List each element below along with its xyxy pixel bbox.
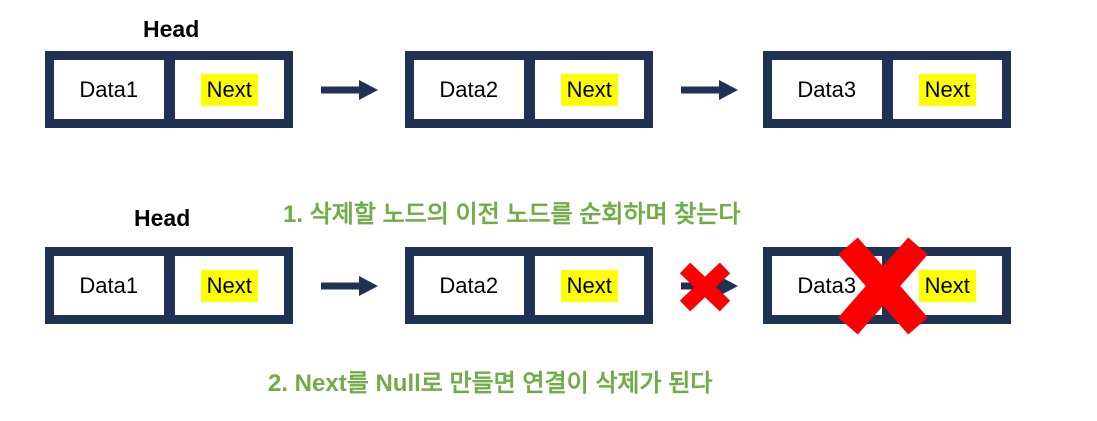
node-data-label: Data3 xyxy=(797,76,857,102)
node-next-label-highlighted: Next xyxy=(918,73,976,106)
node-data-label: Data2 xyxy=(439,76,499,102)
arrow-right-icon xyxy=(321,80,378,100)
head-label-top: Head xyxy=(143,16,200,42)
annotation-step2: 2. Next를 Null로 만들면 연결이 삭제가 된다 xyxy=(268,370,713,397)
node-next-cell: Next xyxy=(534,256,644,315)
delete-cross-icon-large xyxy=(838,237,928,335)
arrow-right-icon xyxy=(321,276,378,296)
node-data-cell: Data3 xyxy=(772,60,882,119)
node-next-cell: Next xyxy=(534,60,644,119)
node-data-label: Data1 xyxy=(79,76,139,102)
node-next-cell: Next xyxy=(892,60,1002,119)
node-2-bottom: Data2 Next xyxy=(405,247,653,324)
node-2-top: Data2 Next xyxy=(405,51,653,128)
node-next-cell: Next xyxy=(174,60,284,119)
node-data-label: Data3 xyxy=(797,272,857,298)
node-next-label-highlighted: Next xyxy=(560,73,618,106)
node-next-label-highlighted: Next xyxy=(918,269,976,302)
node-data-cell: Data1 xyxy=(54,256,164,315)
head-label-bottom: Head xyxy=(134,205,191,231)
node-1-bottom: Data1 Next xyxy=(45,247,293,324)
node-data-label: Data2 xyxy=(439,272,499,298)
node-data-label: Data1 xyxy=(79,272,139,298)
node-next-label-highlighted: Next xyxy=(200,269,258,302)
annotation-step1: 1. 삭제할 노드의 이전 노드를 순회하며 찾는다 xyxy=(283,201,741,228)
node-next-label-highlighted: Next xyxy=(560,269,618,302)
node-3-top: Data3 Next xyxy=(763,51,1011,128)
arrow-right-icon xyxy=(681,80,738,100)
node-data-cell: Data1 xyxy=(54,60,164,119)
node-next-cell: Next xyxy=(174,256,284,315)
node-data-cell: Data2 xyxy=(414,60,524,119)
node-data-cell: Data2 xyxy=(414,256,524,315)
node-next-label-highlighted: Next xyxy=(200,73,258,106)
delete-cross-icon-small xyxy=(679,262,731,312)
node-1-top: Data1 Next xyxy=(45,51,293,128)
